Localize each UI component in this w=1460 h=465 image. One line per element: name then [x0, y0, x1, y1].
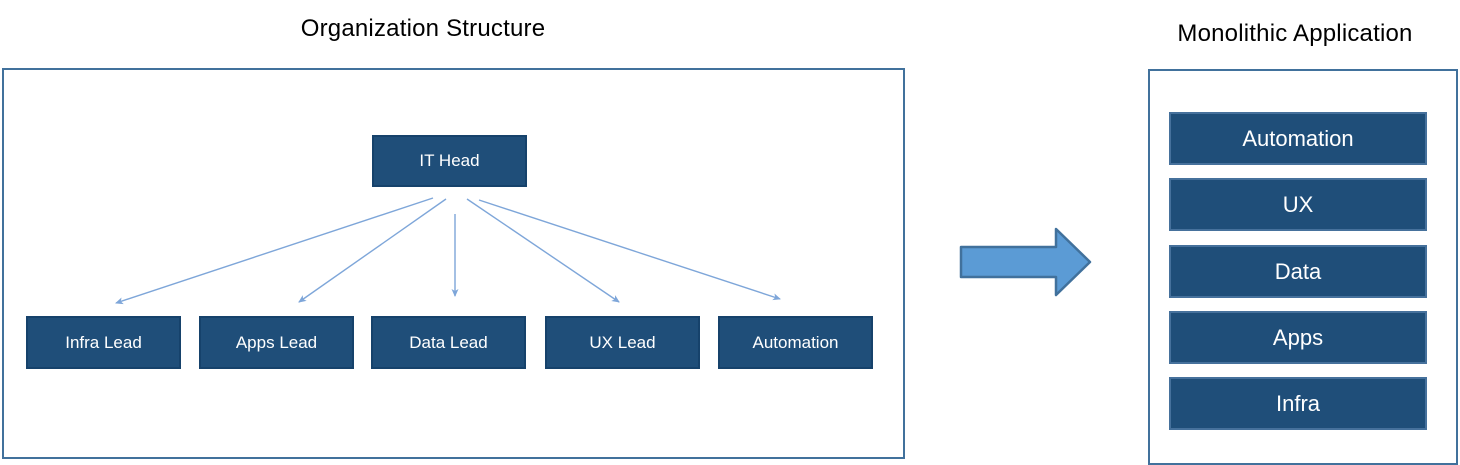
- mono-layer-apps: Apps: [1169, 311, 1427, 364]
- mono-layer-infra: Infra: [1169, 377, 1427, 430]
- transform-right-block-arrow-icon: [959, 227, 1092, 297]
- org-node-apps-lead: Apps Lead: [199, 316, 354, 369]
- org-structure-panel: [2, 68, 905, 459]
- org-structure-title: Organization Structure: [300, 15, 546, 42]
- org-node-it-head: IT Head: [372, 135, 527, 187]
- mono-layer-automation: Automation: [1169, 112, 1427, 165]
- org-node-ux-lead: UX Lead: [545, 316, 700, 369]
- mono-layer-ux: UX: [1169, 178, 1427, 231]
- org-node-automation: Automation: [718, 316, 873, 369]
- mono-layer-data: Data: [1169, 245, 1427, 298]
- org-node-infra-lead: Infra Lead: [26, 316, 181, 369]
- org-node-data-lead: Data Lead: [371, 316, 526, 369]
- monolithic-app-title: Monolithic Application: [1177, 20, 1413, 47]
